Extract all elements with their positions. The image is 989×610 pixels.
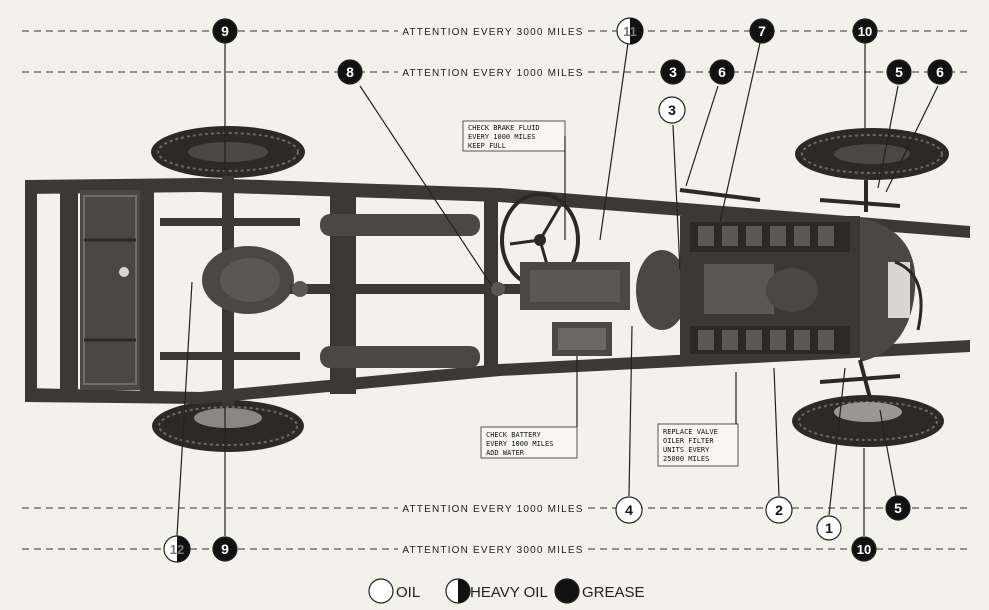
marker-10-grease: 10 bbox=[851, 536, 877, 562]
marker-number: 1 bbox=[825, 520, 833, 536]
marker-number: 5 bbox=[894, 500, 902, 516]
rear-left-tire bbox=[151, 126, 305, 178]
marker-5-grease: 5 bbox=[886, 59, 912, 85]
marker-number: 6 bbox=[718, 64, 726, 80]
marker-6-grease: 6 bbox=[927, 59, 953, 85]
svg-text:EVERY 1000 MILES: EVERY 1000 MILES bbox=[468, 133, 535, 141]
rear-axle bbox=[160, 176, 300, 406]
mufflers bbox=[320, 214, 480, 368]
legend-oil-label: OIL bbox=[396, 584, 420, 601]
marker-number: 2 bbox=[775, 502, 783, 518]
marker-2-oil: 2 bbox=[765, 496, 793, 524]
legend-grease-label: GREASE bbox=[582, 584, 645, 601]
row-top-3000-label: ATTENTION EVERY 3000 MILES bbox=[402, 27, 583, 38]
svg-text:EVERY 1000 MILES: EVERY 1000 MILES bbox=[486, 440, 553, 448]
engine bbox=[636, 216, 860, 356]
marker-1-oil: 1 bbox=[816, 515, 842, 541]
marker-number: 3 bbox=[668, 102, 676, 118]
row-bottom-3000-label: ATTENTION EVERY 3000 MILES bbox=[402, 545, 583, 556]
svg-text:REPLACE VALVE: REPLACE VALVE bbox=[663, 428, 718, 436]
legend-oil-icon bbox=[368, 578, 394, 604]
marker-3-grease: 3 bbox=[660, 59, 686, 85]
front-suspension bbox=[679, 180, 901, 399]
note-battery: CHECK BATTERY EVERY 1000 MILES ADD WATER bbox=[480, 426, 578, 459]
marker-5-grease: 5 bbox=[885, 495, 911, 521]
note-valve-oiler: REPLACE VALVE OILER FILTER UNITS EVERY 2… bbox=[657, 423, 739, 467]
marker-number: 7 bbox=[758, 23, 766, 39]
propeller-shaft bbox=[290, 281, 620, 297]
row-top-1000-label: ATTENTION EVERY 1000 MILES bbox=[402, 68, 583, 79]
marker-6-grease: 6 bbox=[709, 59, 735, 85]
marker-12-heavy-oil: 12 bbox=[163, 535, 191, 563]
radiator bbox=[860, 218, 923, 362]
note-brake-fluid: CHECK BRAKE FLUID EVERY 1000 MILES KEEP … bbox=[462, 120, 566, 152]
legend-heavy-oil-icon bbox=[445, 578, 471, 604]
marker-number: 11 bbox=[623, 24, 637, 39]
marker-3-oil: 3 bbox=[658, 96, 686, 124]
svg-text:ADD WATER: ADD WATER bbox=[486, 449, 525, 457]
marker-number: 8 bbox=[346, 64, 354, 80]
fuel-tank bbox=[80, 190, 140, 390]
marker-10-grease: 10 bbox=[852, 18, 878, 44]
marker-number: 10 bbox=[857, 542, 871, 557]
transmission bbox=[520, 262, 630, 310]
front-left-tire bbox=[795, 128, 949, 180]
svg-text:OILER FILTER: OILER FILTER bbox=[663, 437, 714, 445]
marker-7-grease: 7 bbox=[749, 18, 775, 44]
marker-4-oil: 4 bbox=[615, 496, 643, 524]
marker-number: 5 bbox=[895, 64, 903, 80]
marker-11-heavy-oil: 11 bbox=[616, 17, 644, 45]
marker-9-grease: 9 bbox=[212, 536, 238, 562]
marker-8-grease: 8 bbox=[337, 59, 363, 85]
legend-grease-icon bbox=[554, 578, 580, 604]
svg-text:25000 MILES: 25000 MILES bbox=[663, 455, 709, 463]
marker-9-grease: 9 bbox=[212, 18, 238, 44]
svg-text:CHECK BRAKE FLUID: CHECK BRAKE FLUID bbox=[468, 124, 540, 132]
marker-number: 10 bbox=[858, 24, 872, 39]
marker-number: 12 bbox=[170, 542, 184, 557]
row-bottom-1000-label: ATTENTION EVERY 1000 MILES bbox=[402, 504, 583, 515]
marker-number: 3 bbox=[669, 64, 677, 80]
legend: OIL HEAVY OIL GREASE bbox=[368, 578, 645, 604]
pointer-lines bbox=[176, 42, 939, 537]
marker-number: 9 bbox=[221, 541, 229, 557]
front-right-tire bbox=[792, 395, 944, 447]
legend-heavy-oil-label: HEAVY OIL bbox=[470, 584, 548, 601]
svg-text:KEEP FULL: KEEP FULL bbox=[468, 142, 506, 150]
svg-text:UNITS EVERY: UNITS EVERY bbox=[663, 446, 710, 454]
battery bbox=[552, 322, 612, 356]
svg-text:CHECK BATTERY: CHECK BATTERY bbox=[486, 431, 542, 439]
rear-right-tire bbox=[152, 400, 304, 452]
marker-number: 6 bbox=[936, 64, 944, 80]
marker-number: 9 bbox=[221, 23, 229, 39]
marker-number: 4 bbox=[625, 502, 633, 518]
